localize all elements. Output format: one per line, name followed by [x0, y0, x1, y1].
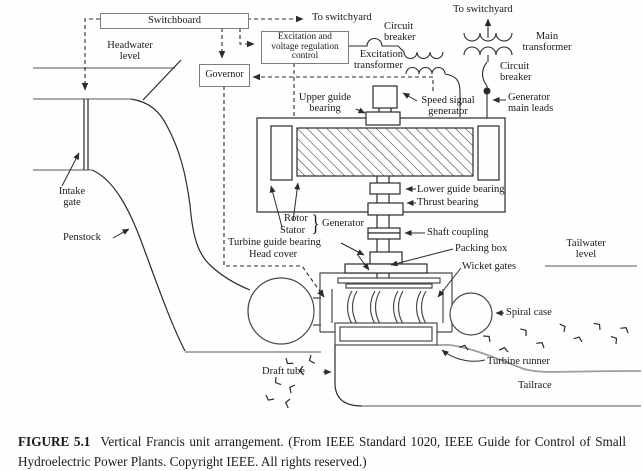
- label-tailrace: Tailrace: [518, 380, 552, 391]
- label-generator: Generator: [322, 218, 364, 229]
- stator-left: [270, 125, 293, 181]
- stator-right: [477, 125, 500, 181]
- spiral-case-right: [449, 292, 493, 336]
- water-ground-lines: [33, 67, 642, 407]
- generator-assembly: [256, 85, 506, 278]
- turbine-runner-box: [334, 322, 438, 346]
- shaft-coupling-box: [367, 227, 401, 234]
- label-to-switchyard-right: To switchyard: [453, 4, 513, 15]
- rotor-hatched: [296, 127, 474, 177]
- label-upper-guide-bearing: Upper guide bearing: [298, 92, 352, 115]
- excitation-control-box: Excitation and voltage regulation contro…: [261, 31, 349, 64]
- upper-guide-bearing-box: [365, 111, 401, 126]
- thrust-bearing-box: [367, 202, 404, 216]
- speed-signal-generator-box: [372, 85, 398, 109]
- label-intake-gate: Intake gate: [58, 186, 86, 209]
- label-excitation-transformer: Excitation transformer: [354, 49, 403, 72]
- label-turbine-runner: Turbine runner: [487, 356, 550, 367]
- label-lower-guide-bearing: Lower guide bearing: [417, 184, 505, 195]
- spiral-case-sections: [247, 277, 321, 345]
- penstock-intake-lines: [83, 59, 363, 407]
- excitation-transformer-secondary: [403, 51, 444, 60]
- label-rotor: Rotor: [284, 213, 308, 224]
- label-headwater-level: Headwater level: [107, 40, 153, 63]
- label-shaft-coupling: Shaft coupling: [427, 227, 489, 238]
- label-head-cover: Head cover: [249, 249, 298, 260]
- main-transformer-secondary: [463, 32, 513, 42]
- label-speed-signal-generator: Speed signal generator: [421, 95, 475, 118]
- label-packing-box: Packing box: [455, 243, 508, 254]
- label-tailwater-level: Tailwater level: [566, 238, 606, 261]
- label-main-transformer: Main transformer: [522, 31, 572, 54]
- governor-box: Governor: [199, 64, 250, 87]
- draft-tube-wall: [334, 345, 363, 407]
- label-leaders: [61, 92, 506, 375]
- control-wiring-dashed: [81, 15, 434, 298]
- label-to-switchyard-left: To switchyard: [312, 12, 372, 23]
- rotor-stator-brace: }: [311, 211, 320, 236]
- label-spiral-case: Spiral case: [506, 307, 552, 318]
- label-wicket-gates: Wicket gates: [462, 261, 517, 272]
- switchboard-box: Switchboard: [100, 13, 249, 29]
- wicket-gate-blades: [346, 290, 427, 325]
- circuit-breaker-right-symbol: [481, 61, 488, 87]
- shaft: [376, 176, 390, 278]
- junction-dot: [483, 87, 491, 95]
- label-generator-main-leads: Generator main leads: [508, 92, 554, 115]
- flow-ticks: [265, 322, 629, 409]
- label-thrust-bearing: Thrust bearing: [417, 197, 479, 208]
- label-stator: Stator: [280, 225, 306, 236]
- intake-gate-lines: [83, 99, 89, 170]
- label-turbine-guide-bearing: Turbine guide bearing: [228, 237, 321, 248]
- label-draft-tube: Draft tube: [262, 366, 305, 377]
- circuit-breaker-left-symbol: [347, 38, 405, 53]
- lower-guide-bearing-box: [369, 182, 401, 195]
- figure-caption-text: Vertical Francis unit arrangement. (From…: [18, 434, 626, 469]
- label-circuit-breaker-right: Circuit breaker: [500, 61, 532, 84]
- label-circuit-breaker-left: Circuit breaker: [384, 21, 416, 44]
- electrical-wiring: [347, 18, 513, 118]
- turbine-guide-bearing-box: [369, 251, 403, 265]
- figure-number: FIGURE 5.1: [18, 434, 91, 450]
- packing-box-plate: [344, 263, 428, 274]
- label-penstock: Penstock: [63, 232, 101, 243]
- excitation-transformer-primary: [405, 66, 446, 75]
- main-transformer-primary: [463, 46, 513, 56]
- turbine-casing: [319, 272, 493, 346]
